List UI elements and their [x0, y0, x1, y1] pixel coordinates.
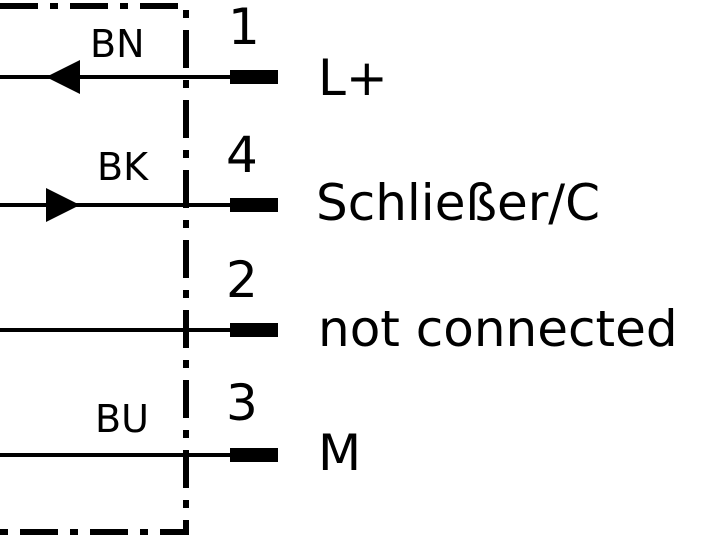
pin-number-4: 4: [226, 126, 258, 184]
pin-terminal-2: [230, 323, 278, 337]
signal-label-3: M: [318, 424, 362, 482]
pin-terminal-4: [230, 198, 278, 212]
pin-terminal-1: [230, 70, 278, 84]
pin-number-1: 1: [228, 0, 260, 56]
pin-number-2: 2: [226, 251, 258, 309]
signal-label-1: L+: [318, 49, 388, 107]
wire-color-bk: BK: [97, 145, 148, 189]
arrow-out-icon: [46, 188, 80, 222]
pin-number-3: 3: [226, 374, 258, 432]
wire-color-bu: BU: [95, 397, 149, 441]
signal-label-2: not connected: [318, 300, 678, 358]
arrow-in-icon: [46, 60, 80, 94]
housing-outline: [0, 3, 189, 535]
wire-color-bn: BN: [90, 22, 145, 66]
signal-label-4: Schließer/C: [316, 174, 601, 232]
pin-terminal-3: [230, 448, 278, 462]
